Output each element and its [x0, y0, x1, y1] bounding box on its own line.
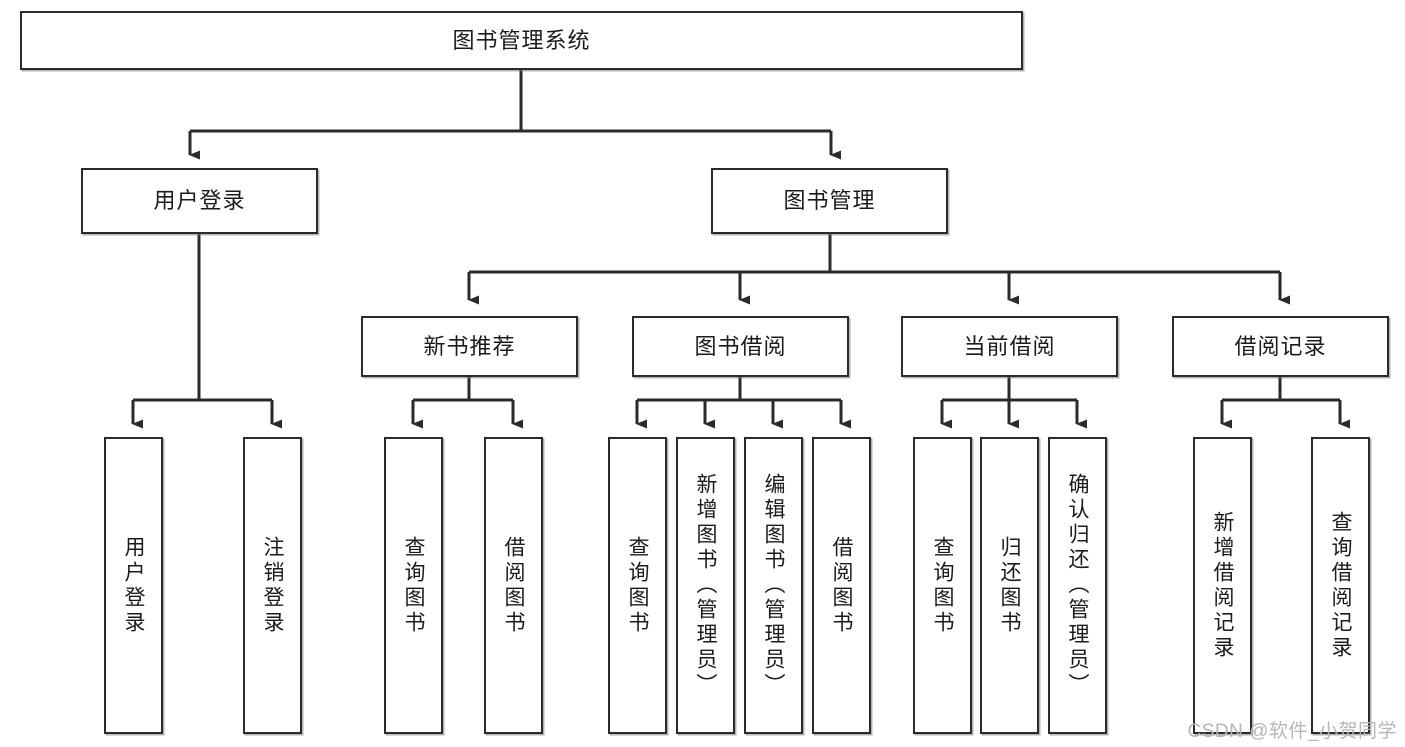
leaf-confirm-return-admin[interactable]: 确认归还（管理员） — [1048, 437, 1107, 734]
node-label: 确认归还（管理员） — [1066, 473, 1089, 698]
node-label: 借阅图书 — [830, 535, 853, 636]
node-new-book-recommend[interactable]: 新书推荐 — [361, 316, 578, 377]
node-label: 借阅图书 — [502, 535, 525, 636]
node-label: 图书借阅 — [694, 333, 787, 359]
leaf-edit-book-admin[interactable]: 编辑图书（管理员） — [744, 437, 803, 734]
leaf-query-book-borrow[interactable]: 查询图书 — [608, 437, 667, 734]
leaf-add-borrow-record[interactable]: 新增借阅记录 — [1193, 437, 1252, 734]
node-label: 借阅记录 — [1234, 333, 1327, 359]
node-label: 注销登录 — [261, 535, 284, 636]
node-label: 新书推荐 — [423, 333, 516, 359]
node-label: 查询图书 — [931, 535, 954, 636]
node-label: 新增图书（管理员） — [694, 473, 717, 698]
leaf-query-book-current[interactable]: 查询图书 — [913, 437, 972, 734]
csdn-watermark: CSDN @软件_小贺同学 — [1187, 721, 1397, 742]
leaf-query-book-recommend[interactable]: 查询图书 — [384, 437, 443, 734]
node-label: 图书管理系统 — [452, 27, 591, 53]
node-label: 编辑图书（管理员） — [762, 473, 785, 698]
node-label: 查询图书 — [402, 535, 425, 636]
node-label: 当前借阅 — [963, 333, 1056, 359]
leaf-borrow-book[interactable]: 借阅图书 — [812, 437, 871, 734]
node-borrow-record[interactable]: 借阅记录 — [1172, 316, 1389, 377]
leaf-query-borrow-record[interactable]: 查询借阅记录 — [1311, 437, 1370, 734]
node-label: 查询借阅记录 — [1329, 510, 1352, 661]
leaf-user-login[interactable]: 用户登录 — [104, 437, 163, 734]
node-book-borrow[interactable]: 图书借阅 — [632, 316, 849, 377]
node-label: 用户登录 — [122, 535, 145, 636]
node-label: 新增借阅记录 — [1211, 510, 1234, 661]
node-label: 查询图书 — [626, 535, 649, 636]
leaf-borrow-book-recommend[interactable]: 借阅图书 — [484, 437, 543, 734]
leaf-add-book-admin[interactable]: 新增图书（管理员） — [676, 437, 735, 734]
node-current-borrow[interactable]: 当前借阅 — [901, 316, 1118, 377]
node-root-system[interactable]: 图书管理系统 — [20, 11, 1023, 70]
leaf-logout[interactable]: 注销登录 — [243, 437, 302, 734]
leaf-return-book[interactable]: 归还图书 — [980, 437, 1039, 734]
node-user-login[interactable]: 用户登录 — [81, 168, 318, 234]
node-label: 归还图书 — [998, 535, 1021, 636]
node-label: 用户登录 — [153, 188, 246, 214]
node-label: 图书管理 — [783, 188, 876, 214]
node-book-management[interactable]: 图书管理 — [711, 168, 948, 234]
